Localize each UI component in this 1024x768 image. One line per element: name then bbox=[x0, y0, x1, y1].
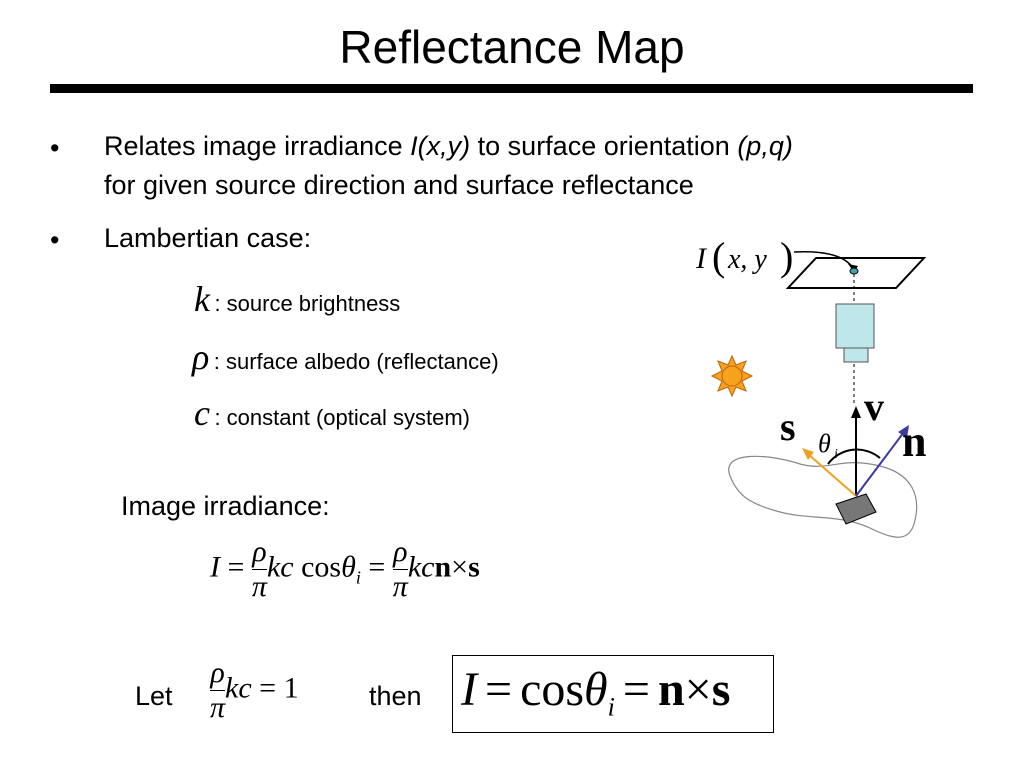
diagram-xy-label: x, y bbox=[727, 244, 767, 275]
eq1-dot: × bbox=[451, 550, 469, 584]
definition-c-text: : constant (optical system) bbox=[214, 405, 470, 430]
let-rho: ρ bbox=[210, 656, 225, 689]
eq1-kc-1: kc bbox=[266, 550, 294, 584]
sun-icon bbox=[710, 354, 754, 398]
let-pi: π bbox=[210, 691, 226, 724]
image-point bbox=[849, 267, 859, 275]
image-plane bbox=[785, 257, 927, 289]
camera-body bbox=[835, 303, 875, 349]
eq1-n: n bbox=[434, 550, 452, 584]
pointer-curve bbox=[793, 250, 855, 271]
reflectance-diagram: I ( x, y ) s v n θ i bbox=[695, 234, 927, 538]
eq1-kc-2: kc bbox=[407, 550, 435, 584]
boxed-I: I bbox=[461, 663, 477, 716]
definition-k: k : source brightness bbox=[194, 278, 400, 320]
eq1-equals-1: = bbox=[227, 550, 245, 584]
eq1-rho-1: ρ bbox=[252, 535, 267, 568]
diagram-I-label: I bbox=[695, 242, 708, 275]
then-label: then bbox=[369, 681, 422, 711]
let-fraction-bar bbox=[210, 690, 226, 691]
eq1-I: I bbox=[210, 550, 220, 584]
eq1-rho-2: ρ bbox=[393, 535, 408, 568]
let-kc: kc bbox=[225, 671, 252, 705]
bullet-1-line-2: for given source direction and surface r… bbox=[104, 170, 694, 200]
theta-arc bbox=[827, 448, 881, 465]
definition-rho: ρ : surface albedo (reflectance) bbox=[192, 336, 499, 378]
definition-c: c : constant (optical system) bbox=[194, 392, 470, 434]
boxed-dot: × bbox=[684, 663, 712, 716]
definition-rho-text: : surface albedo (reflectance) bbox=[213, 349, 499, 374]
boxed-equation-content: I=cosθi=n×s bbox=[461, 662, 730, 723]
eq1-cos: cos bbox=[301, 550, 342, 584]
eq1-pi-1: π bbox=[251, 570, 267, 603]
eq1-s: s bbox=[468, 550, 480, 584]
bullet-2: Lambertian case: bbox=[104, 223, 312, 253]
let-equals: = bbox=[259, 671, 277, 705]
title-divider bbox=[50, 84, 973, 93]
definition-c-symbol: c bbox=[194, 393, 210, 433]
bullet-1-text-d: (p,q) bbox=[737, 131, 793, 161]
bullet-marker-1: • bbox=[50, 133, 60, 163]
boxed-sub-i: i bbox=[607, 692, 615, 722]
boxed-s: s bbox=[711, 663, 731, 716]
surface-outline bbox=[728, 455, 918, 538]
bullet-1-text-c: to surface orientation bbox=[470, 131, 738, 161]
bullet-1-line-1: Relates image irradiance I(x,y) to surfa… bbox=[104, 127, 1004, 166]
diagram-n-label: n bbox=[902, 417, 926, 466]
let-one: 1 bbox=[283, 671, 299, 705]
boxed-equals-1: = bbox=[484, 663, 513, 716]
bullet-marker-2: • bbox=[50, 225, 60, 255]
bullet-1: Relates image irradiance I(x,y) to surfa… bbox=[104, 127, 1004, 205]
slide-title: Reflectance Map bbox=[339, 21, 685, 73]
boxed-equals-2: = bbox=[622, 663, 650, 716]
s-arrow bbox=[807, 453, 857, 497]
diagram-theta-sub: i bbox=[834, 447, 838, 462]
eq1-fraction-bar-2 bbox=[392, 569, 408, 570]
camera-lens bbox=[843, 347, 869, 363]
eq1-equals-2: = bbox=[368, 550, 386, 584]
diagram-paren-open: ( bbox=[712, 234, 725, 279]
definition-rho-symbol: ρ bbox=[192, 337, 210, 377]
v-arrowhead bbox=[851, 406, 861, 418]
boxed-n: n bbox=[657, 663, 685, 716]
boxed-cos: cos bbox=[520, 663, 585, 716]
eq1-pi-2: π bbox=[392, 570, 408, 603]
diagram-theta-label: θ bbox=[818, 429, 831, 458]
diagram-s-label: s bbox=[780, 404, 796, 449]
definition-k-symbol: k bbox=[194, 279, 210, 319]
definition-k-text: : source brightness bbox=[214, 291, 401, 316]
diagram-v-label: v bbox=[864, 384, 884, 429]
eq1-fraction-bar-1 bbox=[251, 569, 267, 570]
boxed-theta: θ bbox=[584, 663, 608, 716]
let-label: Let bbox=[135, 681, 173, 711]
eq1-sub-i: i bbox=[355, 567, 361, 588]
irradiance-label: Image irradiance: bbox=[121, 491, 330, 521]
bullet-1-text-b: I(x,y) bbox=[410, 131, 471, 161]
eq1-theta: θ bbox=[341, 550, 356, 584]
n-arrow bbox=[855, 431, 905, 497]
surface-patch bbox=[835, 493, 877, 525]
diagram-paren-close: ) bbox=[780, 234, 793, 279]
bullet-1-text-a: Relates image irradiance bbox=[104, 131, 411, 161]
boxed-equation: I=cosθi=n×s bbox=[452, 655, 774, 733]
n-arrowhead bbox=[898, 425, 909, 438]
s-arrowhead bbox=[802, 448, 814, 460]
